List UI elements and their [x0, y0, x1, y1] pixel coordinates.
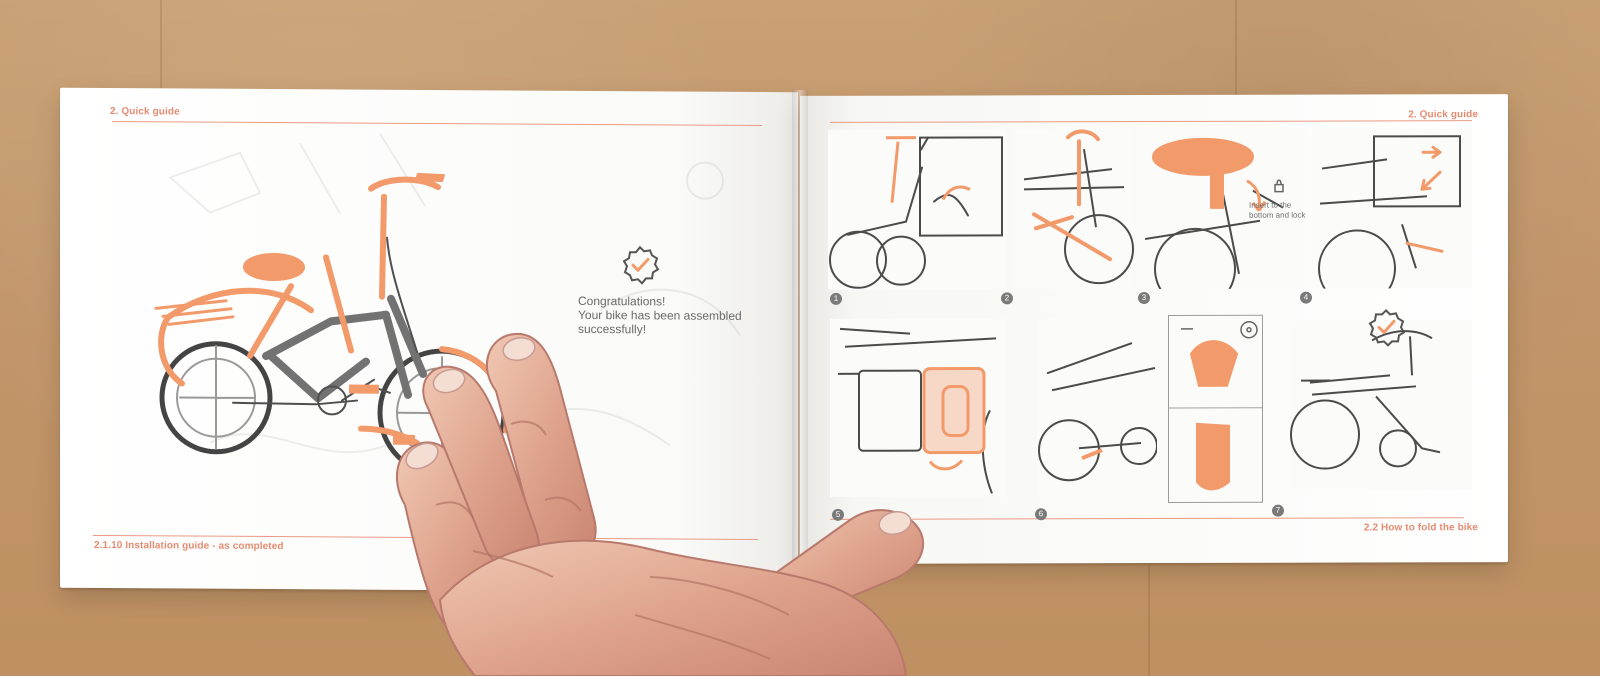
step-1-panel — [828, 129, 1006, 290]
right-page: 2. Quick guide — [800, 94, 1508, 564]
insert-lock-note-line1: Insert to the — [1249, 200, 1292, 210]
pedal-fold-drawing — [1169, 321, 1262, 491]
pedal-panel — [1168, 314, 1263, 503]
faint-background-drawings — [168, 133, 741, 454]
fold-step-2-drawing — [1023, 129, 1134, 285]
right-header-rule — [830, 120, 1472, 123]
fold-complete-check-icon — [1368, 308, 1405, 347]
fold-step-3-drawing — [1145, 137, 1284, 290]
step-number-6: 6 — [1035, 508, 1047, 521]
right-page-header: 2. Quick guide — [1408, 109, 1478, 121]
fold-step-4-drawing — [1318, 135, 1461, 289]
step-3-panel — [1145, 128, 1305, 290]
cardboard-seam — [160, 0, 162, 96]
insert-lock-note-line2: bottom and lock — [1249, 210, 1306, 220]
fold-step-6-drawing — [1038, 342, 1157, 482]
insert-lock-note: Insert to the bottom and lock — [1249, 201, 1305, 221]
step-number-3: 3 — [1138, 292, 1150, 305]
step-number-7: 7 — [1272, 504, 1284, 517]
cardboard-seam — [1148, 565, 1150, 676]
cardboard-seam — [1235, 0, 1237, 96]
step-4-panel — [1312, 128, 1472, 289]
step-2-panel — [1014, 129, 1134, 290]
fold-step-1-drawing — [829, 136, 1003, 289]
step-6-panel — [1037, 317, 1157, 497]
left-page-footer: 2.1.10 Installation guide - as completed — [94, 539, 284, 553]
check-badge-icon — [622, 245, 660, 285]
right-page-footer: 2.2 How to fold the bike — [1363, 522, 1478, 534]
left-page-header: 2. Quick guide — [110, 106, 180, 118]
step-number-1: 1 — [830, 292, 842, 305]
booklet-spine — [792, 90, 808, 590]
assembled-line: Your bike has been assembled — [578, 307, 742, 323]
step-5-panel — [830, 318, 1005, 497]
hand — [396, 332, 924, 676]
congratulations-line: Congratulations! — [578, 293, 666, 309]
step-number-4: 4 — [1300, 291, 1312, 304]
step-number-2: 2 — [1001, 292, 1013, 305]
fold-step-5-drawing — [838, 327, 997, 494]
